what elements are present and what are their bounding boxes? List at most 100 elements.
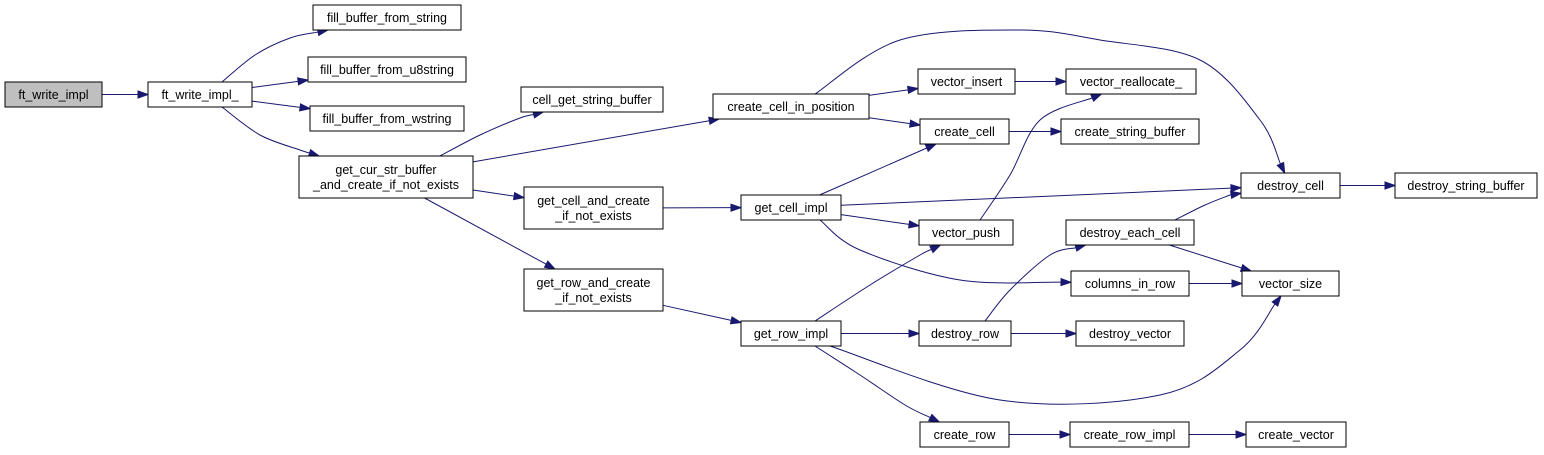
node-destroy-string-buffer[interactable]: destroy_string_buffer: [1394, 172, 1538, 199]
node-label: vector_push: [932, 226, 1000, 240]
edge-arrowhead: [297, 77, 310, 86]
edge-ft_write_impl_-to-get_cur_str_buffer_and_create_if_not_exists: [221, 106, 321, 157]
edge-arrowhead: [1271, 294, 1282, 307]
node-label: get_row_and_create: [537, 276, 651, 290]
node-box: [523, 186, 664, 230]
edge-arrowhead: [137, 90, 150, 99]
node-label: create_vector: [1258, 428, 1334, 442]
node-create-cell[interactable]: create_cell: [919, 118, 1010, 145]
edge-get_cur_str_buffer_and_create_if_not_exists-to-get_cell_and_create_if_not_exists: [472, 189, 526, 201]
edge-arrowhead: [909, 119, 922, 128]
node-box: [147, 81, 253, 108]
edge-line: [1169, 244, 1242, 269]
edge-line: [814, 29, 1281, 165]
node-box: [1075, 320, 1185, 347]
edge-line: [439, 114, 534, 157]
node-destroy-row[interactable]: destroy_row: [918, 320, 1012, 347]
edge-destroy_row-to-destroy_vector: [1011, 329, 1078, 338]
node-ft-write-impl[interactable]: ft_write_impl: [4, 81, 103, 108]
edge-create_row_impl-to-create_vector: [1189, 430, 1248, 439]
node-vector-reallocate-[interactable]: vector_reallocate_: [1065, 68, 1197, 95]
node-label: vector_size: [1259, 277, 1322, 291]
node-box: [520, 86, 664, 113]
node-get-row-impl[interactable]: get_row_impl: [740, 320, 842, 347]
edge-get_cell_impl-to-vector_push: [840, 214, 921, 229]
edge-create_cell_in_position-to-destroy_cell: [814, 29, 1286, 175]
edge-line: [868, 89, 909, 96]
edge-get_row_impl-to-destroy_row: [841, 329, 921, 338]
edge-get_cur_str_buffer_and_create_if_not_exists-to-cell_get_string_buffer: [439, 110, 545, 157]
node-create-row[interactable]: create_row: [919, 421, 1010, 448]
edge-destroy_cell-to-destroy_string_buffer: [1340, 181, 1397, 190]
edge-line: [984, 247, 1077, 322]
edge-line: [1174, 193, 1233, 221]
node-get-cell-impl[interactable]: get_cell_impl: [740, 194, 842, 221]
edge-line: [221, 31, 319, 83]
node-create-cell-in-position[interactable]: create_cell_in_position: [712, 93, 870, 120]
edge-line: [221, 106, 310, 154]
node-label: create_row: [934, 428, 997, 442]
edge-arrowhead: [1384, 181, 1397, 190]
edge-arrowhead: [1065, 329, 1078, 338]
node-label: ft_write_impl: [18, 88, 88, 102]
node-create-vector[interactable]: create_vector: [1245, 421, 1347, 448]
node-label: get_cell_and_create: [537, 194, 650, 208]
edge-arrowhead: [730, 203, 743, 212]
node-label: destroy_vector: [1089, 327, 1171, 341]
node-destroy-cell[interactable]: destroy_cell: [1240, 172, 1341, 199]
node-vector-size[interactable]: vector_size: [1241, 270, 1340, 297]
node-vector-push[interactable]: vector_push: [918, 219, 1014, 246]
node-fill-buffer-from-u8string[interactable]: fill_buffer_from_u8string: [307, 56, 467, 83]
node-label: get_cur_str_buffer: [335, 163, 436, 177]
node-ft-write-impl-[interactable]: ft_write_impl_: [147, 81, 253, 108]
node-destroy-vector[interactable]: destroy_vector: [1075, 320, 1185, 347]
node-label: create_row_impl: [1084, 428, 1176, 442]
node-label: cell_get_string_buffer: [532, 93, 651, 107]
node-cell-get-string-buffer[interactable]: cell_get_string_buffer: [520, 86, 664, 113]
node-destroy-each-cell[interactable]: destroy_each_cell: [1065, 219, 1195, 246]
edge-get_row_impl-to-vector_push: [814, 244, 942, 322]
edge-line: [472, 189, 515, 197]
node-box: [712, 93, 870, 120]
node-label: destroy_string_buffer: [1407, 179, 1524, 193]
edge-line: [662, 304, 732, 321]
edge-get_cell_impl-to-create_cell: [819, 143, 938, 196]
edge-arrowhead: [908, 220, 921, 229]
node-box: [309, 105, 465, 132]
edge-columns_in_row-to-vector_size: [1189, 279, 1244, 288]
edge-arrowhead: [924, 143, 938, 153]
edge-line: [829, 303, 1276, 405]
node-create-string-buffer[interactable]: create_string_buffer: [1060, 118, 1200, 145]
node-fill-buffer-from-string[interactable]: fill_buffer_from_string: [312, 4, 462, 31]
edge-arrowhead: [307, 148, 321, 157]
node-get-cur-str-buffer-and-create-if-not-exists[interactable]: get_cur_str_buffer_and_create_if_not_exi…: [298, 155, 474, 199]
node-create-row-impl[interactable]: create_row_impl: [1069, 421, 1190, 448]
node-vector-insert[interactable]: vector_insert: [917, 68, 1016, 95]
node-box: [740, 320, 842, 347]
node-box: [1394, 172, 1538, 199]
edge-arrowhead: [1090, 93, 1103, 102]
edge-arrowhead: [1276, 161, 1286, 175]
node-columns-in-row[interactable]: columns_in_row: [1070, 270, 1190, 297]
edge-get_cell_impl-to-columns_in_row: [819, 219, 1073, 287]
edge-create_cell_in_position-to-create_cell: [868, 117, 922, 128]
edge-line: [251, 100, 301, 108]
node-box: [1241, 270, 1340, 297]
edge-line: [840, 214, 910, 225]
edge-arrowhead: [929, 244, 942, 254]
edge-arrowhead: [1231, 279, 1244, 288]
edge-destroy_each_cell-to-vector_size: [1169, 244, 1253, 272]
node-get-cell-and-create-if-not-exists[interactable]: get_cell_and_create_if_not_exists: [523, 186, 664, 230]
node-fill-buffer-from-wstring[interactable]: fill_buffer_from_wstring: [309, 105, 465, 132]
edge-destroy_each_cell-to-destroy_cell: [1174, 190, 1243, 221]
edge-line: [814, 345, 931, 419]
edge-line: [840, 187, 1232, 206]
node-label: create_cell_in_position: [727, 100, 854, 114]
node-label: destroy_cell: [1257, 179, 1324, 193]
edge-line: [251, 80, 299, 89]
node-get-row-and-create-if-not-exists[interactable]: get_row_and_create_if_not_exists: [523, 268, 664, 312]
edge-ft_write_impl_-to-fill_buffer_from_u8string: [251, 77, 310, 89]
edge-arrowhead: [1239, 263, 1253, 272]
edge-arrowhead: [1235, 430, 1248, 439]
